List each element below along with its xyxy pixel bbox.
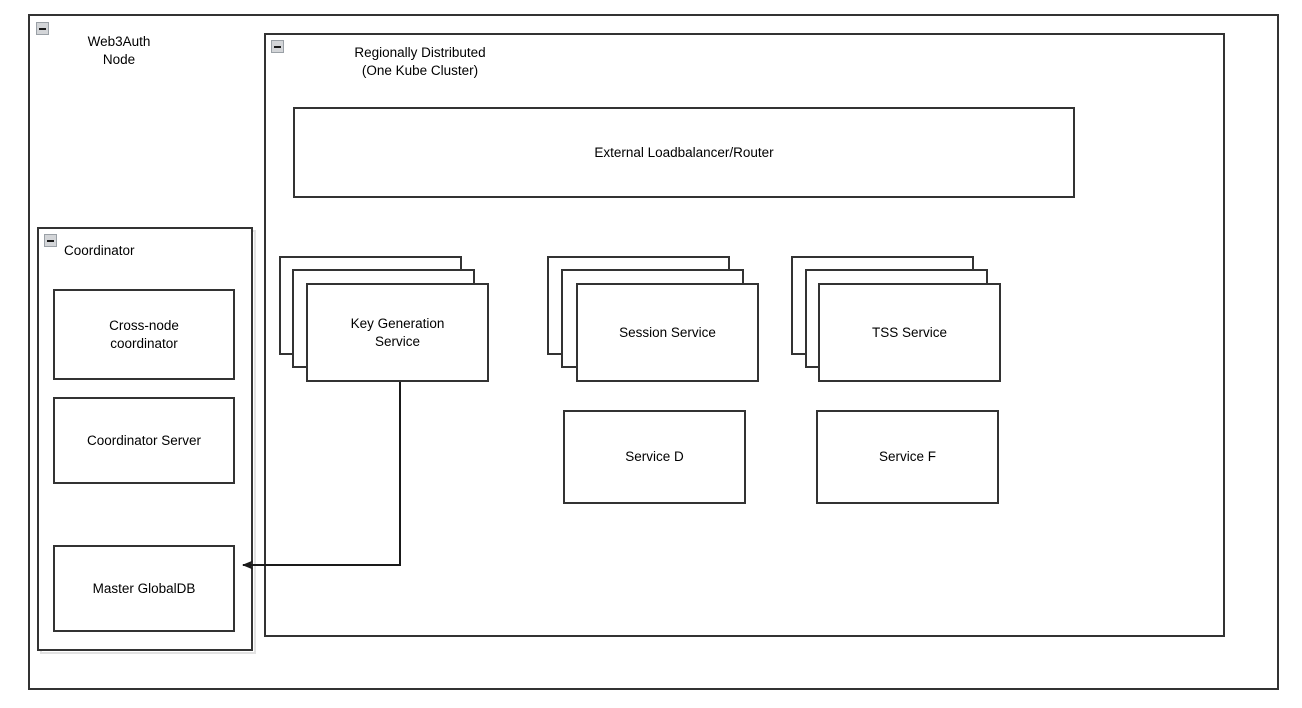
web3auth-node-label: Web3Auth Node — [87, 34, 151, 68]
external-loadbalancer-router-node[interactable]: External Loadbalancer/Router — [293, 107, 1075, 198]
regionally-distributed-collapse-icon[interactable] — [271, 40, 284, 53]
service-d-node[interactable]: Service D — [563, 410, 746, 504]
tss-service-node[interactable]: TSS Service — [818, 283, 1001, 382]
service-f-node[interactable]: Service F — [816, 410, 999, 504]
coordinator-collapse-icon[interactable] — [44, 234, 57, 247]
coordinator-label: Coordinator — [64, 243, 135, 258]
web3auth-node-collapse-icon[interactable] — [36, 22, 49, 35]
key-generation-service-node[interactable]: Key Generation Service — [306, 283, 489, 382]
cross-node-coordinator-node[interactable]: Cross-node coordinator — [53, 289, 235, 380]
regionally-distributed-label: Regionally Distributed (One Kube Cluster… — [354, 45, 486, 79]
master-globaldb-node[interactable]: Master GlobalDB — [53, 545, 235, 632]
coordinator-server-node[interactable]: Coordinator Server — [53, 397, 235, 484]
session-service-node[interactable]: Session Service — [576, 283, 759, 382]
